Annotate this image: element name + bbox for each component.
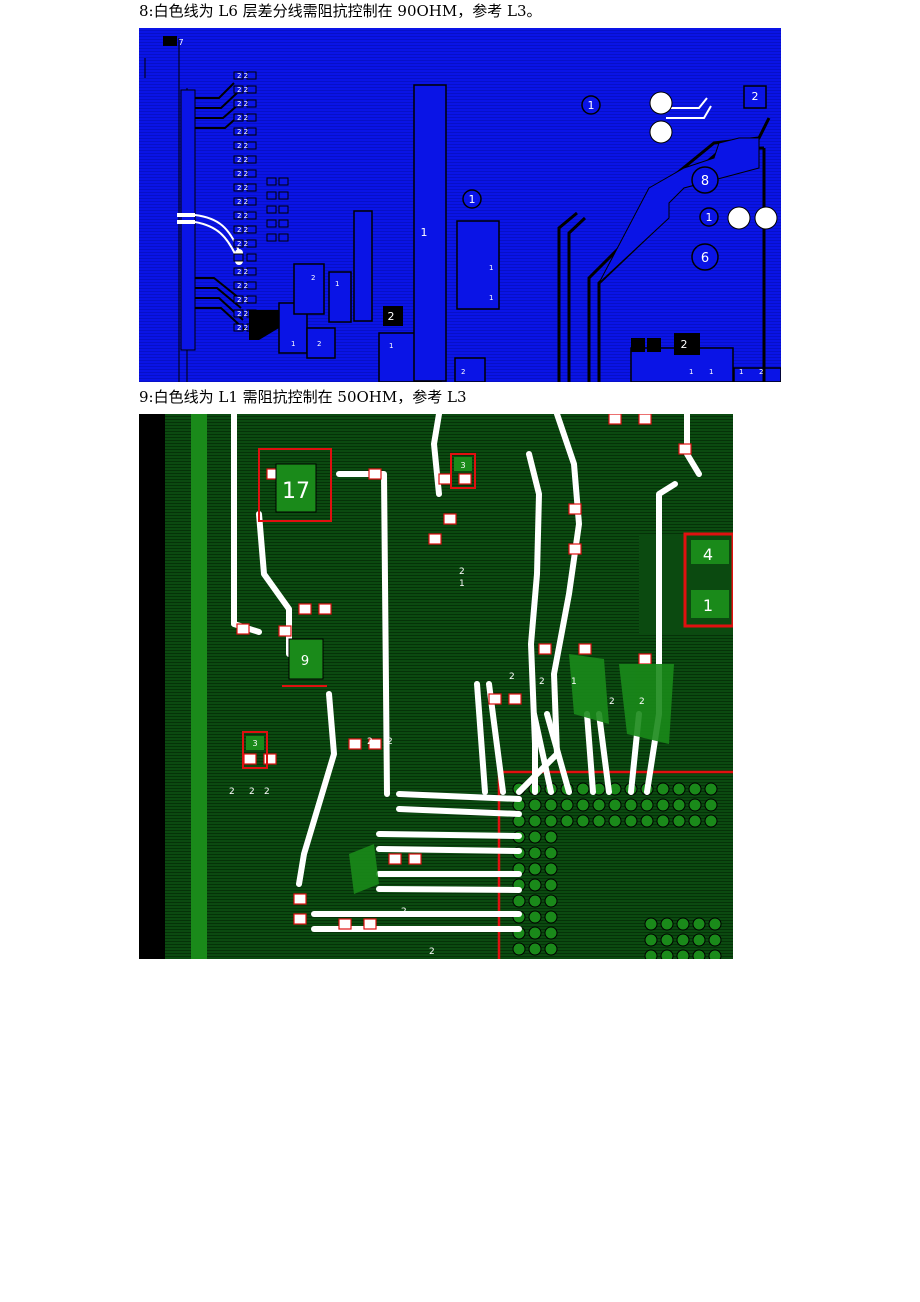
- svg-text:2 2: 2 2: [237, 128, 248, 136]
- svg-text:2: 2: [249, 787, 255, 797]
- svg-text:2: 2: [609, 697, 615, 707]
- svg-text:2 2: 2 2: [237, 212, 248, 220]
- svg-text:1: 1: [335, 280, 339, 288]
- component-label: 1: [469, 193, 476, 206]
- figure-9-caption: 9:白色线为 L1 需阻抗控制在 50OHM，参考 L3: [139, 388, 467, 406]
- figure-8-caption: 8:白色线为 L6 层差分线需阻抗控制在 90OHM，参考 L3。: [139, 2, 542, 20]
- svg-text:2 2: 2 2: [237, 114, 248, 122]
- component-label: 2: [388, 310, 395, 323]
- svg-text:1: 1: [739, 368, 743, 376]
- svg-text:2 2: 2 2: [237, 310, 248, 318]
- component-label: 7: [178, 38, 183, 47]
- component-label: 8: [701, 174, 709, 189]
- svg-text:2 2: 2 2: [237, 240, 248, 248]
- component-label: 2: [752, 90, 759, 103]
- svg-text:1: 1: [291, 340, 295, 348]
- svg-text:2: 2: [461, 368, 465, 376]
- svg-text:2: 2: [401, 907, 407, 917]
- svg-text:2 2: 2 2: [237, 268, 248, 276]
- svg-text:1: 1: [389, 342, 393, 350]
- svg-text:1: 1: [689, 368, 693, 376]
- svg-text:2 2: 2 2: [237, 296, 248, 304]
- svg-text:2: 2: [639, 697, 645, 707]
- svg-text:1: 1: [489, 294, 493, 302]
- svg-text:2: 2: [429, 947, 435, 957]
- svg-text:2 2: 2 2: [237, 198, 248, 206]
- svg-text:2 2: 2 2: [237, 156, 248, 164]
- svg-text:2: 2: [539, 677, 545, 687]
- component-label: 1: [706, 211, 713, 224]
- svg-text:2 2: 2 2: [237, 184, 248, 192]
- svg-text:1: 1: [571, 677, 577, 687]
- component-label: 6: [701, 251, 709, 266]
- svg-text:2: 2: [317, 340, 321, 348]
- svg-text:2 2: 2 2: [237, 72, 248, 80]
- svg-text:2: 2: [311, 274, 315, 282]
- svg-text:2 2: 2 2: [237, 86, 248, 94]
- part-1-label: 1: [703, 596, 713, 615]
- svg-text:2: 2: [264, 787, 270, 797]
- svg-text:2 2: 2 2: [237, 170, 248, 178]
- svg-text:1: 1: [489, 264, 493, 272]
- svg-text:2 2: 2 2: [237, 100, 248, 108]
- svg-text:1: 1: [459, 579, 465, 589]
- pcb-layer-l6-image: 1 2 8 6 1 1 2 1 2 7 2 2 2 2 2 2 2 2 2 2 2 2 …: [139, 28, 781, 382]
- part-3-label: 3: [460, 461, 465, 470]
- svg-text:2: 2: [229, 787, 235, 797]
- svg-text:2: 2: [759, 368, 763, 376]
- svg-text:2: 2: [367, 737, 373, 747]
- svg-text:2: 2: [509, 672, 515, 682]
- component-label: 1: [421, 226, 428, 239]
- svg-text:2 2: 2 2: [237, 142, 248, 150]
- svg-text:2 2: 2 2: [237, 282, 248, 290]
- svg-text:1: 1: [709, 368, 713, 376]
- svg-text:2 2: 2 2: [237, 324, 248, 332]
- part-3-label-2: 3: [252, 739, 257, 748]
- ic-9-label: 9: [301, 654, 309, 669]
- ic-17-label: 17: [282, 479, 310, 504]
- svg-text:2 2: 2 2: [237, 226, 248, 234]
- svg-text:2: 2: [459, 567, 465, 577]
- part-4-label: 4: [703, 545, 713, 564]
- component-label: 2: [681, 338, 688, 351]
- svg-text:2: 2: [387, 737, 393, 747]
- component-label: 1: [588, 99, 595, 112]
